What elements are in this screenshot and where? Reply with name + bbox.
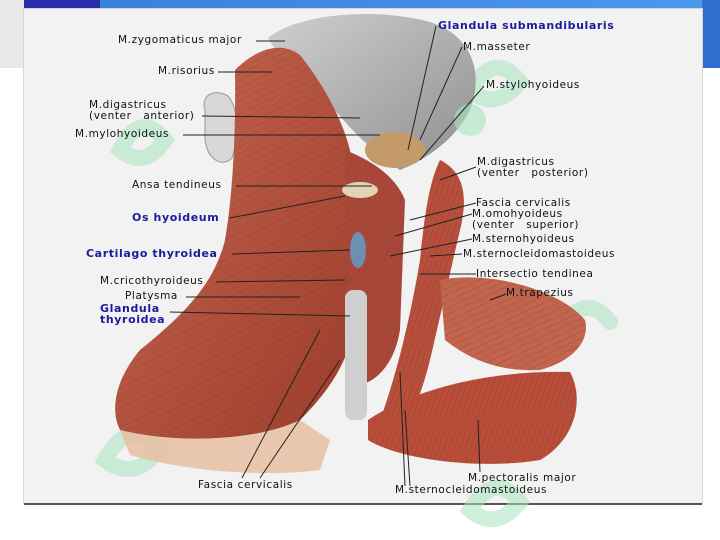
thyroid-cartilage-shape <box>350 232 366 268</box>
label-ansa-tendineus: Ansa tendineus <box>132 179 222 191</box>
label-trapezius: M.trapezius <box>506 287 574 299</box>
label-os-hyoideum: Os hyoideum <box>132 211 220 224</box>
trachea-shape <box>345 290 367 420</box>
label-zygomaticus-major: M.zygomaticus major <box>118 34 242 46</box>
label-cartilago-thyroidea: Cartilago thyroidea <box>86 247 218 260</box>
label-platysma: Platysma <box>125 290 178 302</box>
label-glandula-thyroidea: Glandula thyroidea <box>100 302 166 326</box>
label-sternocleidomastoideus-upper: M.sternocleidomastoideus <box>463 248 616 260</box>
label-risorius: M.risorius <box>158 65 215 77</box>
label-masseter: M.masseter <box>463 41 531 53</box>
slide-bottom-rule <box>24 503 702 505</box>
label-digastricus-anterior: M.digastricus (venter anterior) <box>89 99 195 122</box>
hyoid-shape <box>342 182 378 198</box>
slide-top-decoration <box>100 0 720 10</box>
fascia-cervicalis-left-region <box>120 420 330 474</box>
label-sternohyoideus: M.sternohyoideus <box>472 233 575 245</box>
slide-left-decoration <box>0 0 24 68</box>
label-cricothyroideus: M.cricothyroideus <box>100 275 204 287</box>
label-intersectio-tendinea: Intersectio tendinea <box>476 268 594 280</box>
ear-shape <box>203 92 238 163</box>
submandibular-gland-shape <box>365 132 425 168</box>
label-omohyoideus: M.omohyoideus (venter superior) <box>472 208 580 231</box>
leader-lines <box>169 25 507 487</box>
label-sternocleidomastoideus-lower: M.sternocleidomastoideus <box>395 484 548 496</box>
label-mylohyoideus: M.mylohyoideus <box>75 128 170 140</box>
label-pectoralis-major: M.pectoralis major <box>468 472 577 484</box>
label-glandula-submandibularis: Glandula submandibularis <box>438 19 615 32</box>
label-fascia-cervicalis-right: Fascia cervicalis <box>476 197 571 209</box>
label-fascia-cervicalis-left: Fascia cervicalis <box>198 479 293 491</box>
label-digastricus-posterior: M.digastricus (venter posterior) <box>477 156 589 179</box>
slide-right-decoration <box>702 0 720 68</box>
label-stylohyoideus: M.stylohyoideus <box>486 79 580 91</box>
